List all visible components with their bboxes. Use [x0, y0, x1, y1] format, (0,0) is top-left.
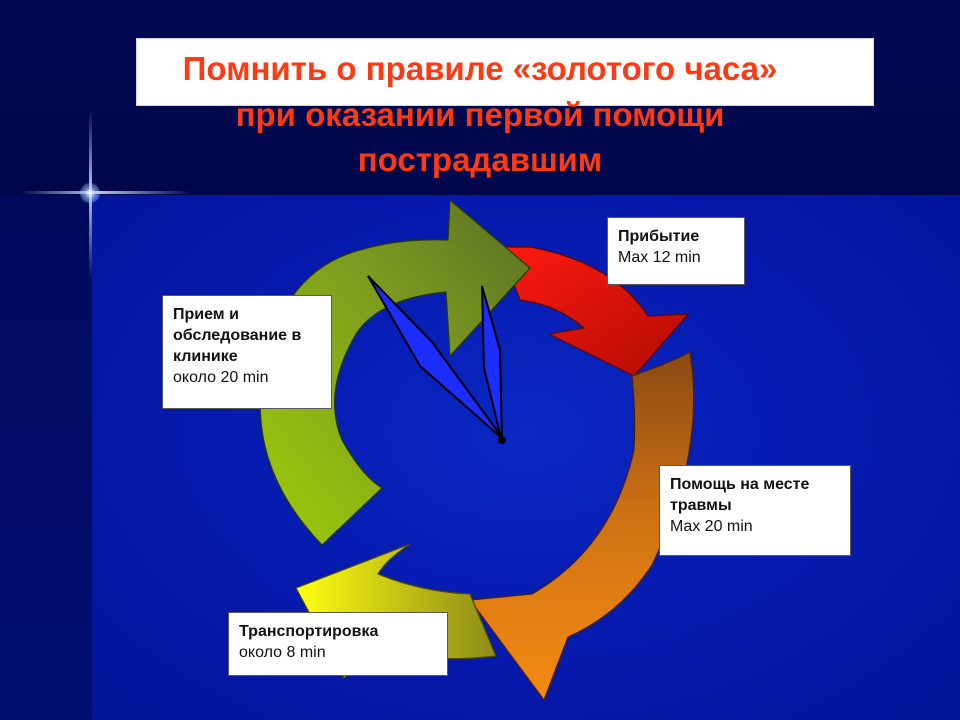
left-band: [0, 195, 92, 720]
label-clinic-heading: Прием и обследование в клинике: [173, 306, 302, 365]
light-flare-horizontal: [20, 191, 190, 194]
slide-title-line-2: при оказании первой помощи: [235, 96, 725, 133]
label-arrival: Прибытие Max 12 min: [607, 217, 745, 285]
slide-title-line-1: Помнить о правиле «золотого часа»: [182, 50, 778, 87]
arrow-onsite-help: [468, 351, 695, 702]
label-clinic-time: около 20 min: [173, 369, 269, 386]
clock-pivot-icon: [498, 436, 506, 444]
light-flare-icon: [80, 183, 100, 203]
label-arrival-heading: Прибытие: [618, 228, 700, 245]
label-transport: Транспортировка около 8 min: [228, 612, 448, 676]
label-transport-heading: Транспортировка: [239, 623, 379, 640]
arrow-arrival: [499, 246, 690, 377]
title-box: [136, 38, 874, 106]
label-transport-time: около 8 min: [239, 644, 326, 661]
label-onsite-help-heading: Помощь на месте травмы: [670, 476, 810, 514]
label-onsite-help-time: Max 20 min: [670, 518, 753, 535]
label-clinic: Прием и обследование в клинике около 20 …: [162, 295, 332, 409]
slide-title-line-3: пострадавшим: [357, 141, 603, 178]
label-arrival-time: Max 12 min: [618, 249, 701, 266]
label-onsite-help: Помощь на месте травмы Max 20 min: [659, 465, 851, 556]
